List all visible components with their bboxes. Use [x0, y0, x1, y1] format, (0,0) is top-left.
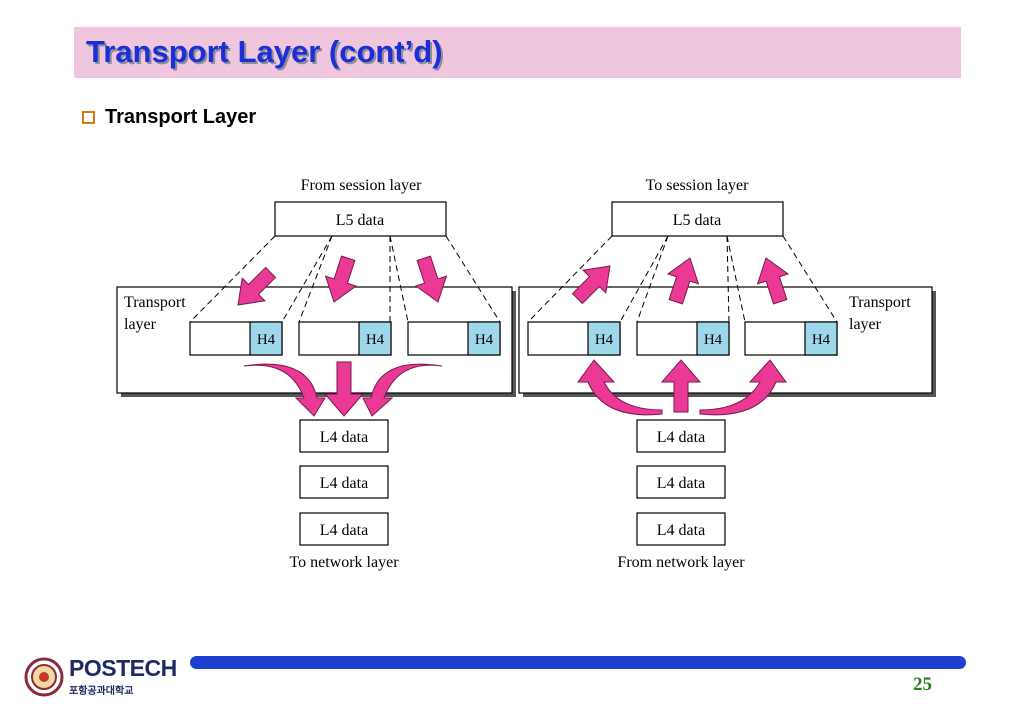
receiver-l4-label-1: L4 data	[657, 429, 705, 446]
sender-header-1-label: H4	[257, 332, 276, 348]
logo-subtitle: 포항공과대학교	[69, 686, 134, 697]
receiver-demux-arrow-right	[699, 359, 787, 416]
receiver-split-lines	[527, 235, 838, 323]
receiver-header-2	[696, 321, 730, 356]
receiver-l4-box-1	[636, 419, 726, 453]
sender-l5-box	[274, 201, 447, 237]
sender-bottom-caption: To network layer	[289, 554, 399, 571]
receiver-demux-arrow-left	[577, 359, 663, 416]
sender-merge-arrow-right	[362, 363, 443, 417]
postech-logo: POSTECH 포항공과대학교	[24, 655, 177, 699]
receiver-layer-label-1: Transport	[849, 294, 911, 311]
page-number: 25	[913, 674, 932, 695]
sender-segments: H4 H4 H4	[189, 321, 501, 356]
sender-l4-label-3: L4 data	[320, 522, 368, 539]
sender-l4-box-1	[299, 419, 389, 453]
bullet-item: Transport Layer	[82, 105, 256, 129]
sender-merge-arrow-left	[243, 363, 326, 417]
receiver-demux-arrow-center	[660, 359, 702, 413]
sender-split-lines	[189, 235, 501, 323]
receiver-l4-box-3	[636, 512, 726, 546]
receiver-header-2-label: H4	[704, 332, 723, 348]
square-bullet-icon	[82, 110, 95, 124]
receiver-header-3-label: H4	[812, 332, 831, 348]
sender-top-caption: From session layer	[301, 177, 423, 194]
university-seal-icon	[24, 657, 64, 697]
receiver-side: To session layer L5 data Transport layer…	[518, 177, 936, 571]
receiver-l5-label: L5 data	[673, 212, 721, 229]
sender-header-1	[249, 321, 283, 356]
logo-name: POSTECH	[69, 655, 177, 681]
receiver-header-1-label: H4	[595, 332, 614, 348]
receiver-header-1	[587, 321, 621, 356]
receiver-l4-stack: L4 data L4 data L4 data	[636, 419, 726, 546]
sender-merge-arrow-center	[323, 361, 365, 417]
receiver-l4-label-2: L4 data	[657, 475, 705, 492]
bullet-text: Transport Layer	[105, 105, 257, 128]
sender-header-3	[467, 321, 501, 356]
sender-l4-label-1: L4 data	[320, 429, 368, 446]
sender-header-3-label: H4	[475, 332, 494, 348]
receiver-demux-arrows	[577, 359, 787, 416]
title-band: Transport Layer (cont’d)	[74, 27, 961, 78]
footer-bar	[190, 656, 966, 669]
sender-header-2	[358, 321, 392, 356]
sender-layer-label-1: Transport	[124, 294, 186, 311]
receiver-l5-box	[611, 201, 784, 237]
receiver-top-caption: To session layer	[646, 177, 750, 194]
receiver-segments: H4 H4 H4	[527, 321, 838, 356]
sender-layer-label-2: layer	[124, 316, 157, 333]
receiver-l4-box-2	[636, 465, 726, 499]
sender-header-2-label: H4	[366, 332, 385, 348]
sender-merge-arrows	[243, 361, 443, 417]
sender-l5-label: L5 data	[336, 212, 384, 229]
sender-l4-stack: L4 data L4 data L4 data	[299, 419, 389, 546]
receiver-header-3	[804, 321, 838, 356]
receiver-bottom-caption: From network layer	[617, 554, 745, 571]
sender-l4-label-2: L4 data	[320, 475, 368, 492]
receiver-layer-label-2: layer	[849, 316, 882, 333]
sender-l4-box-2	[299, 465, 389, 499]
sender-side: From session layer L5 data Transport lay…	[116, 177, 516, 571]
slide-title: Transport Layer (cont’d)	[86, 34, 443, 69]
receiver-l4-label-3: L4 data	[657, 522, 705, 539]
sender-l4-box-3	[299, 512, 389, 546]
